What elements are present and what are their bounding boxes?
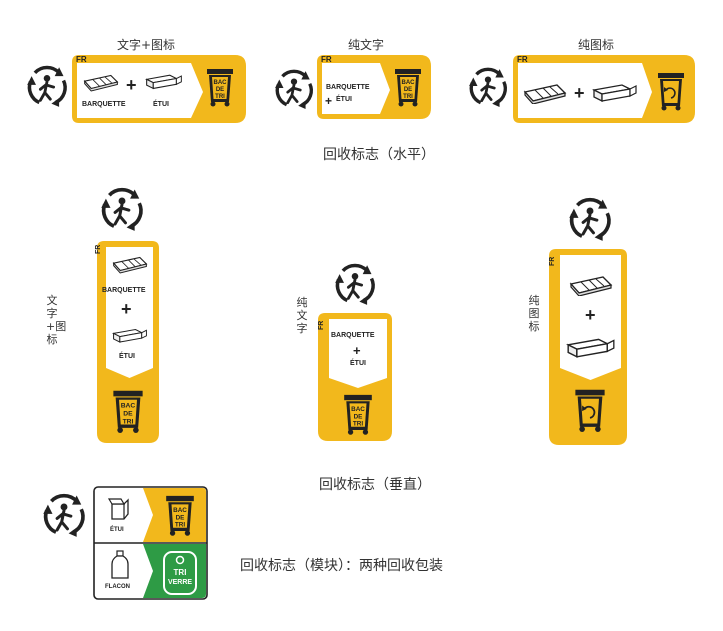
horizontal-text-icon-label: FR + BARQUETTE ÉTUI bbox=[71, 54, 247, 124]
box-icon bbox=[566, 336, 616, 358]
item-label-barquette: BARQUETTE bbox=[102, 287, 146, 294]
plus-sign: + bbox=[574, 83, 585, 103]
box-icon bbox=[145, 72, 183, 90]
triman-icon bbox=[332, 262, 378, 306]
fr-tag: FR bbox=[517, 55, 528, 64]
caption-icon-only-horizontal: 纯图标 bbox=[578, 38, 615, 52]
horizontal-icon-only-label: FR + bbox=[512, 54, 696, 124]
item-label-barquette: BARQUETTE bbox=[331, 332, 375, 339]
plus-sign: + bbox=[126, 75, 137, 95]
box-icon bbox=[107, 496, 133, 522]
item-label-etui: ÉTUI bbox=[153, 101, 169, 108]
item-label-etui: ÉTUI bbox=[336, 96, 352, 103]
yellow-bin-icon bbox=[163, 492, 197, 538]
tray-icon bbox=[112, 254, 148, 274]
item-label-etui: ÉTUI bbox=[110, 527, 124, 533]
caption-icon-only-vertical: 纯图标 bbox=[528, 294, 540, 333]
green-bin-icon: TRI VERRE bbox=[161, 548, 199, 596]
tray-icon bbox=[568, 274, 614, 296]
caption-text-icon-horizontal: 文字+图标 bbox=[117, 38, 176, 52]
item-label-barquette: BARQUETTE bbox=[82, 101, 126, 108]
item-label-etui: ÉTUI bbox=[350, 360, 366, 367]
vertical-icon-only-label: FR + bbox=[548, 248, 628, 446]
triman-icon bbox=[40, 492, 88, 538]
module-section-title: 回收标志（模块）：两种回收包装 bbox=[240, 558, 443, 574]
bottle-icon bbox=[109, 550, 131, 580]
tray-icon bbox=[522, 82, 568, 104]
item-label-etui: ÉTUI bbox=[119, 353, 135, 360]
triman-icon bbox=[98, 186, 146, 232]
module-label: ÉTUI FLACON TRI VERRE bbox=[93, 486, 208, 600]
box-icon bbox=[592, 82, 638, 102]
item-label-barquette: BARQUETTE bbox=[326, 84, 370, 91]
yellow-bin-icon bbox=[341, 392, 375, 436]
box-icon bbox=[112, 326, 148, 344]
fr-tag: FR bbox=[318, 320, 325, 330]
vertical-text-icon-label: FR BARQUETTE + ÉTUI bbox=[95, 240, 160, 444]
plus-sign: + bbox=[353, 343, 361, 358]
triman-icon bbox=[24, 64, 70, 108]
plus-sign: + bbox=[585, 305, 596, 325]
yellow-bin-icon bbox=[392, 66, 424, 108]
svg-text:VERRE: VERRE bbox=[168, 579, 192, 586]
fr-tag: FR bbox=[95, 244, 102, 254]
plus-sign: + bbox=[121, 299, 132, 319]
triman-icon bbox=[272, 68, 316, 110]
triman-icon bbox=[466, 66, 510, 108]
horizontal-text-only-label: FR BARQUETTE + ÉTUI bbox=[316, 54, 432, 120]
recycle-bin-icon bbox=[572, 386, 608, 434]
vertical-section-title: 回收标志（垂直） bbox=[319, 477, 431, 493]
fr-tag: FR bbox=[549, 256, 556, 266]
triman-icon bbox=[566, 196, 614, 242]
caption-text-only-horizontal: 纯文字 bbox=[348, 38, 385, 52]
item-label-flacon: FLACON bbox=[105, 584, 130, 590]
plus-sign: + bbox=[325, 94, 333, 108]
yellow-bin-icon bbox=[204, 66, 236, 108]
svg-text:TRI: TRI bbox=[174, 568, 187, 577]
caption-text-icon-vertical: 文字+图标 bbox=[46, 294, 67, 346]
yellow-bin-icon bbox=[110, 388, 146, 434]
recycle-bin-icon bbox=[655, 70, 687, 112]
fr-tag: FR bbox=[76, 55, 87, 64]
caption-text-only-vertical: 纯文字 bbox=[296, 296, 308, 335]
horizontal-section-title: 回收标志（水平） bbox=[323, 147, 435, 163]
fr-tag: FR bbox=[321, 55, 332, 64]
tray-icon bbox=[83, 72, 119, 92]
vertical-text-only-label: FR BARQUETTE + ÉTUI bbox=[317, 312, 393, 442]
